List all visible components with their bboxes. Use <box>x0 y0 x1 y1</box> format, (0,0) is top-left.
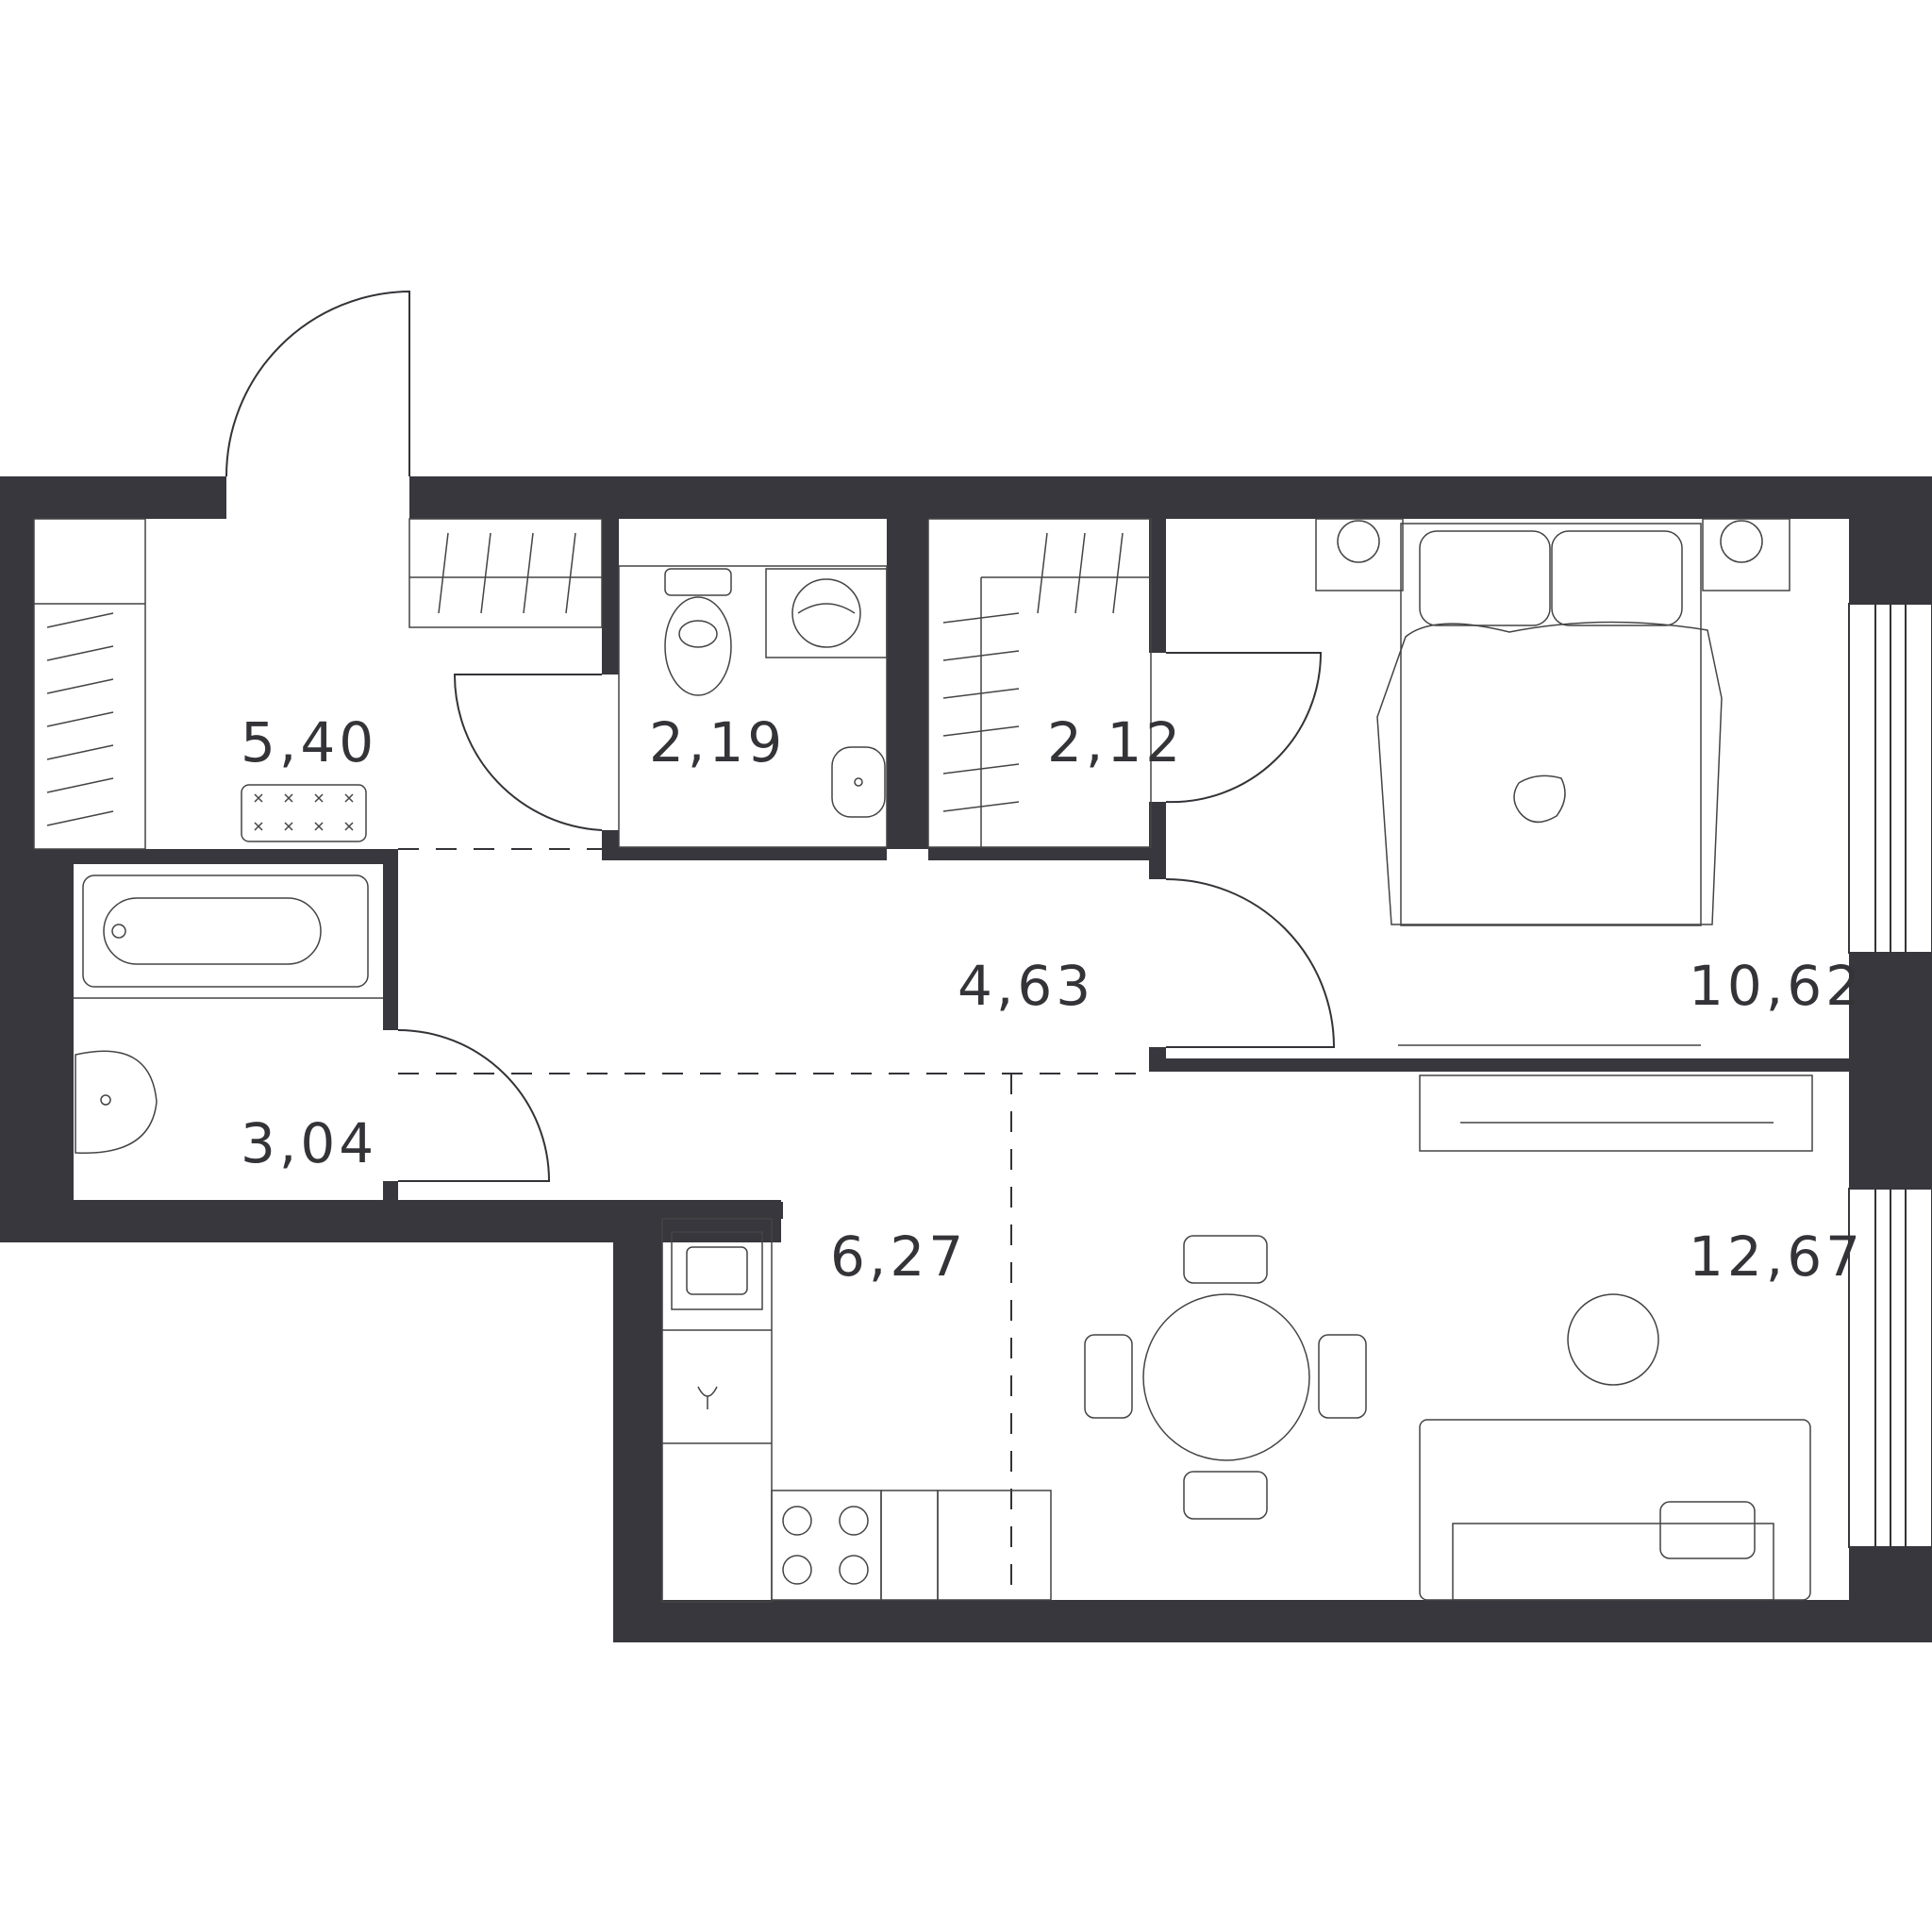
hallway-wardrobe <box>33 518 603 850</box>
area-label-hallway: 5,40 <box>241 710 377 774</box>
closet-door <box>1165 652 1323 804</box>
bedroom-door <box>1165 878 1336 1048</box>
washing-machine-icon <box>765 568 888 658</box>
nightstand-right <box>1702 518 1790 591</box>
doormat <box>241 784 367 842</box>
bathtub-icon <box>82 874 369 988</box>
doors <box>225 290 1336 1182</box>
area-label-toilet: 2,19 <box>649 710 786 774</box>
walls <box>0 476 1932 1642</box>
wine-glass-icon <box>697 1386 718 1409</box>
sink-icon <box>831 746 886 818</box>
area-labels: 5,40 2,19 2,12 10,62 4,63 3,04 6,27 12,6… <box>241 710 1864 1289</box>
entrance-door <box>225 290 410 477</box>
cat-icon <box>1513 774 1566 824</box>
zone-separators <box>398 848 1149 1600</box>
kitchen-furniture <box>661 1218 1052 1603</box>
bathroom-door <box>397 1029 551 1182</box>
windows <box>1848 603 1932 1548</box>
dining-table-icon <box>1142 1293 1310 1461</box>
kitchen-sink-icon <box>671 1231 763 1310</box>
coffee-table-icon <box>1567 1293 1659 1386</box>
area-label-living-room: 12,67 <box>1689 1224 1864 1289</box>
bathroom-sink-icon <box>75 1050 158 1154</box>
bedroom-furniture <box>1315 518 1790 1046</box>
closet-shelves <box>927 518 1152 848</box>
area-label-closet: 2,12 <box>1047 710 1184 774</box>
nightstand-left <box>1315 518 1404 591</box>
area-label-bedroom: 10,62 <box>1689 954 1864 1018</box>
sofa-icon <box>1419 1419 1811 1601</box>
bathroom-fixtures <box>74 874 383 1154</box>
area-label-corridor: 4,63 <box>958 954 1094 1018</box>
living-room-furniture <box>1084 1074 1813 1601</box>
tv-stand <box>1419 1074 1813 1152</box>
bed-icon <box>1400 523 1702 926</box>
area-label-kitchen: 6,27 <box>830 1224 967 1289</box>
stove-icon <box>782 1506 812 1536</box>
area-label-bathroom: 3,04 <box>241 1111 377 1175</box>
toilet-fixtures <box>618 565 888 848</box>
toilet-door <box>453 674 603 831</box>
toilet-icon <box>664 568 732 596</box>
